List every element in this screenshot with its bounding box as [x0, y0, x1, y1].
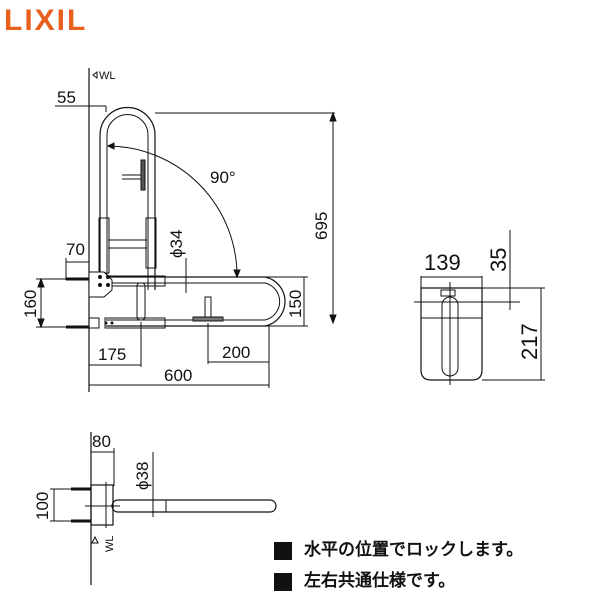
dim-bar-spacing: 150 [286, 290, 305, 318]
top-wall-line-label: WL [104, 536, 116, 553]
dim-paper-holder-offset: 200 [222, 343, 250, 362]
dim-side-height: 217 [517, 323, 542, 360]
dim-mount-height: 160 [21, 290, 40, 318]
dim-bolt-spacing: 100 [33, 492, 52, 520]
dim-top-depth: 80 [92, 432, 111, 451]
square-bullet-icon [274, 541, 292, 560]
dim-pipe-diameter: ϕ34 [167, 230, 186, 258]
lixil-logo: LIXIL [4, 4, 88, 37]
dim-side-width: 139 [424, 250, 461, 275]
dim-length-total: 600 [164, 366, 192, 385]
dim-grip-offset: 175 [98, 345, 126, 364]
wall-line-label: WL [99, 70, 116, 82]
dim-wall-to-bar: 55 [57, 88, 76, 107]
note-item: 左右共通仕様です。 [274, 566, 523, 597]
note-text: 水平の位置でロックします。 [304, 540, 524, 560]
dim-bolt-projection: 70 [66, 240, 85, 259]
note-item: 水平の位置でロックします。 [274, 535, 523, 566]
square-bullet-icon [274, 572, 292, 591]
note-text: 左右共通仕様です。 [304, 571, 456, 591]
dim-height-total: 695 [312, 212, 331, 240]
dim-side-top-offset: 35 [486, 248, 511, 272]
dim-top-pipe-diameter: ϕ38 [133, 462, 152, 490]
dim-rotation-angle: 90° [210, 168, 236, 187]
notes-list: 水平の位置でロックします。 左右共通仕様です。 [274, 535, 523, 597]
